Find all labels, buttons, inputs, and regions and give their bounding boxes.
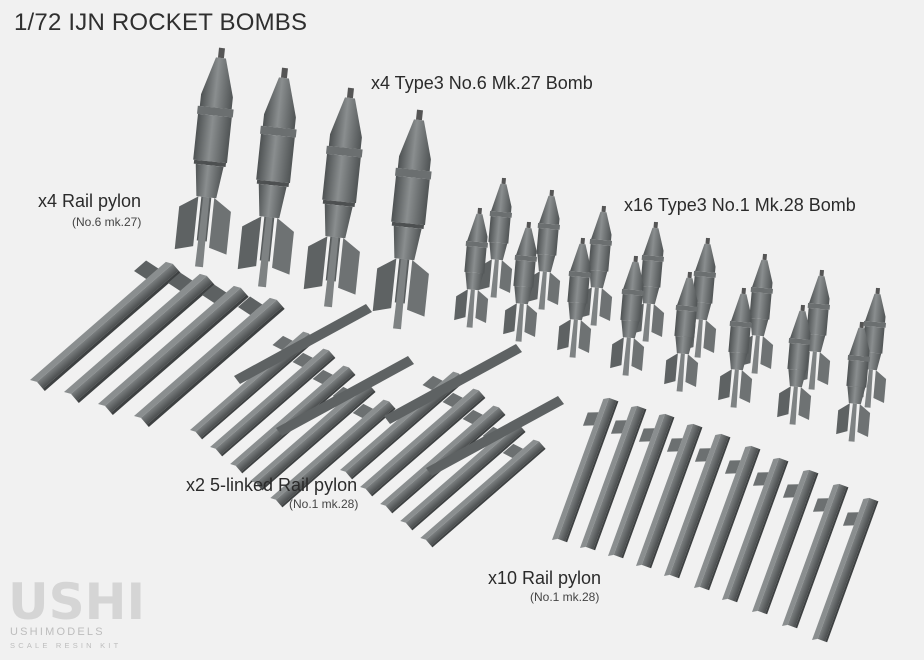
mk28-rail-pylon-group [542, 392, 879, 646]
ushimodels-logo: USHI USHIMODELS SCALE RESIN KIT [8, 574, 145, 658]
x10-pylon-label: x10 Rail pylon [488, 568, 602, 588]
rail-pylon-icon [542, 392, 619, 546]
linked-pylon-group [183, 304, 564, 550]
linked-pylon-frame-icon [183, 304, 414, 510]
large-rocket-bomb-icon [302, 85, 377, 310]
logo-mark: USHI [8, 573, 146, 631]
rail-pylon-label: x4 Rail pylon [38, 191, 142, 211]
linked-pylon-sublabel: (No.1 mk.28) [289, 497, 359, 511]
rail-pylon-icon [64, 271, 215, 406]
mk28-bomb-group [453, 176, 894, 443]
rail-pylon-icon [30, 259, 181, 394]
logo-tagline: SCALE RESIN KIT [10, 641, 122, 650]
rail-pylon-icon [98, 283, 249, 418]
large-rocket-bomb-icon [236, 65, 311, 290]
page-title: 1/72 IJN ROCKET BOMBS [14, 9, 308, 36]
linked-pylon-label: x2 5-linked Rail pylon [186, 475, 358, 495]
mk28-bomb-label: x16 Type3 No.1 Mk.28 Bomb [624, 195, 856, 215]
x10-pylon-sublabel: (No.1 mk.28) [530, 590, 600, 604]
mk27-bomb-label: x4 Type3 No.6 Mk.27 Bomb [371, 73, 593, 93]
linked-pylon-frame-icon [333, 344, 564, 550]
rail-pylon-icon [134, 295, 285, 430]
large-rocket-bomb-icon [173, 45, 248, 270]
large-rocket-bomb-icon [371, 107, 446, 332]
mk27-rail-pylon-group [30, 259, 285, 430]
logo-brand-text: USHIMODELS [10, 626, 105, 638]
rail-pylon-sublabel: (No.6 mk.27) [72, 215, 142, 229]
